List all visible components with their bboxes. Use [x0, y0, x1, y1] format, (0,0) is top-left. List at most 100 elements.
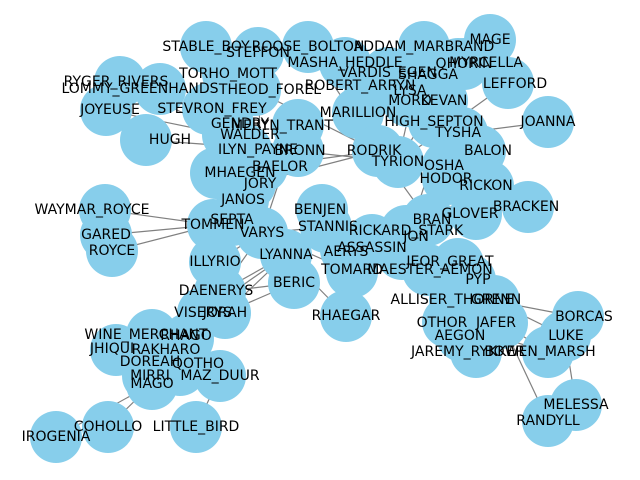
- node-hugh: [120, 114, 172, 166]
- node-label-high-septon: HIGH_SEPTON: [384, 114, 483, 130]
- node-label-royce: ROYCE: [89, 243, 135, 259]
- node-label-hugh: HUGH: [149, 132, 191, 148]
- node-label-torho-mott: TORHO_MOTT: [178, 66, 277, 82]
- node-label-little-bird: LITTLE_BIRD: [153, 419, 240, 435]
- node-benjen: [296, 184, 348, 236]
- node-label-cohollo: COHOLLO: [74, 419, 142, 435]
- node-label-waymar-royce: WAYMAR_ROYCE: [35, 202, 150, 218]
- node-label-vardis-egen: VARDIS_EGEN: [339, 65, 437, 81]
- node-label-bowen-marsh: BOWEN_MARSH: [484, 344, 595, 360]
- node-label-qotho: QOTHO: [172, 356, 224, 372]
- node-label-jafer: JAFER: [475, 315, 516, 331]
- node-label-lyanna: LYANNA: [259, 247, 313, 263]
- node-label-ryger-rivers: RYGER_RIVERS: [64, 74, 169, 90]
- node-label-jory: JORY: [243, 176, 277, 192]
- node-beric: [268, 257, 320, 309]
- node-label-melessa: MELESSA: [543, 397, 609, 413]
- node-label-roose-bolton: ROOSE_BOLTON: [252, 39, 365, 55]
- node-label-tyrion: TYRION: [371, 154, 424, 170]
- node-label-benjen: BENJEN: [294, 202, 346, 218]
- node-tomard: [326, 246, 378, 298]
- node-rhaegar: [320, 290, 372, 342]
- node-label-aegon: AEGON: [435, 328, 486, 344]
- node-lommy-greenhands: [134, 63, 186, 115]
- node-label-marillion: MARILLION: [320, 105, 397, 121]
- node-label-daenerys: DAENERYS: [179, 283, 254, 299]
- node-label-gared: GARED: [81, 227, 131, 243]
- node-label-grenn: GRENN: [471, 292, 521, 308]
- node-label-varys: VARYS: [240, 225, 285, 241]
- node-label-rhaegar: RHAEGAR: [312, 308, 381, 324]
- node-label-beric: BERIC: [273, 275, 315, 291]
- node-label-maester-aemon: MAESTER_AEMON: [367, 262, 493, 278]
- node-label-jon: JON: [402, 229, 429, 245]
- node-cohollo: [82, 401, 134, 453]
- node-label-mhaegen: MHAEGEN: [204, 165, 275, 181]
- node-bowen-marsh: [522, 326, 574, 378]
- node-randyll: [522, 395, 574, 447]
- node-maz-duur: [194, 350, 246, 402]
- node-label-baelor: BAELOR: [252, 159, 308, 175]
- node-lefford: [482, 57, 534, 109]
- node-label-ilyn-payne: ILYN_PAYNE: [218, 142, 298, 158]
- node-label-jaremy-rykker: JAREMY_RYKKER: [410, 344, 525, 360]
- node-label-irogenia: IROGENIA: [22, 429, 91, 445]
- node-label-tomard: TOMARD: [320, 262, 383, 278]
- node-label-myrcella: MYRCELLA: [449, 55, 523, 71]
- node-label-bronn: BRONN: [274, 143, 325, 159]
- node-label-jeor-great: JEOR_GREAT: [405, 254, 494, 270]
- node-bracken: [502, 181, 554, 233]
- node-label-luke: LUKE: [548, 328, 583, 344]
- node-irogenia: [30, 411, 82, 463]
- nodes-layer: [30, 14, 604, 463]
- node-label-wine-merchant: WINE_MERCHANT: [84, 327, 208, 343]
- node-label-randyll: RANDYLL: [516, 413, 580, 429]
- node-label-maz-duur: MAZ_DUUR: [180, 368, 260, 384]
- node-label-addam-marbrand: ADDAM_MARBRAND: [354, 39, 495, 55]
- node-label-tysha: TYSHA: [434, 125, 482, 141]
- node-label-jhiqui: JHIQUI: [89, 341, 134, 357]
- node-label-glover: GLOVER: [441, 206, 498, 222]
- node-label-shagga: SHAGGA: [398, 67, 458, 83]
- node-label-robert-arryn: ROBERT_ARRYN: [305, 78, 416, 94]
- node-label-theod-forel: THEOD_FOREL: [218, 82, 321, 98]
- node-label-viserys: VISERYS: [174, 305, 232, 321]
- node-label-hodor: HODOR: [419, 171, 472, 187]
- node-label-lefford: LEFFORD: [483, 76, 547, 92]
- node-label-masha-heddle: MASHA_HEDDLE: [287, 55, 402, 71]
- node-label-kevan: KEVAN: [421, 93, 468, 109]
- node-label-tommen: TOMMEN: [180, 217, 244, 233]
- node-label-qhorin: QHORIN: [436, 56, 493, 72]
- node-label-walder: WALDER: [220, 127, 280, 143]
- node-label-bracken: BRACKEN: [493, 199, 559, 215]
- node-label-pyp: PYP: [465, 272, 490, 288]
- node-label-gendry: GENDRY: [211, 116, 270, 132]
- node-joanna: [522, 96, 574, 148]
- node-label-lysa: LYSA: [393, 83, 427, 99]
- node-little-bird: [170, 401, 222, 453]
- node-label-mage: MAGE: [469, 32, 510, 48]
- node-glover: [450, 188, 502, 240]
- node-label-assassin: ASSASSIN: [337, 240, 407, 256]
- node-label-rickard-stark: RICKARD_STARK: [349, 223, 464, 239]
- node-label-steffon: STEFFON: [226, 45, 290, 61]
- node-label-osha: OSHA: [424, 158, 464, 174]
- node-mago: [126, 358, 178, 410]
- node-label-joyeuse: JOYEUSE: [79, 102, 140, 118]
- node-tyrion: [372, 136, 424, 188]
- node-label-jorah: JORAH: [202, 305, 247, 321]
- node-label-mago: MAGO: [130, 376, 173, 392]
- node-label-illyrio: ILLYRIO: [189, 254, 240, 270]
- node-label-othor: OTHOR: [417, 315, 468, 331]
- node-label-doreah: DOREAH: [120, 354, 180, 370]
- node-label-alliser-thorne: ALLISER_THORNE: [391, 292, 514, 308]
- node-label-stannis: STANNIS: [298, 219, 358, 235]
- node-label-rhago: RHAGO: [160, 328, 211, 344]
- node-label-rodrik: RODRIK: [347, 143, 402, 159]
- node-label-mord: MORD: [388, 93, 432, 109]
- node-label-janos: JANOS: [220, 192, 265, 208]
- node-label-rickon: RICKON: [459, 178, 513, 194]
- node-label-borcas: BORCAS: [555, 309, 613, 325]
